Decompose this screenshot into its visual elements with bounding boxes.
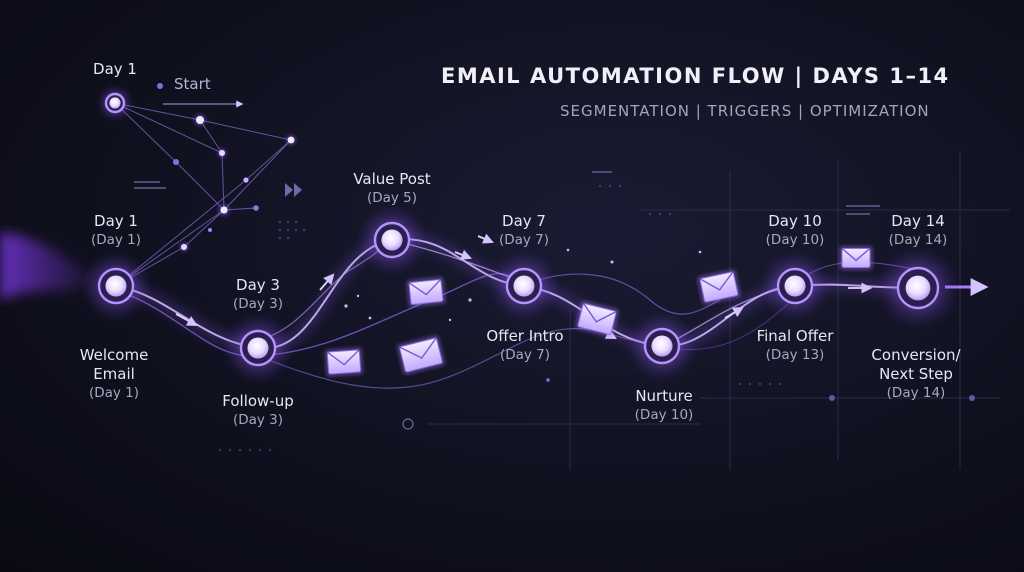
envelope-icon bbox=[574, 300, 620, 338]
step-final-offer-day: Day 10(Day 10) bbox=[765, 212, 825, 248]
step-followup-day: Day 3(Day 3) bbox=[232, 276, 284, 312]
envelope-icon bbox=[406, 276, 446, 308]
step-followup-name: Follow-up(Day 3) bbox=[222, 392, 294, 428]
node-offer-intro bbox=[488, 250, 560, 322]
step-welcome-name: Welcome Email(Day 1) bbox=[79, 346, 149, 401]
node-conversion bbox=[876, 246, 960, 330]
sparkles bbox=[344, 248, 975, 430]
double-chevron-icon bbox=[285, 183, 302, 197]
node-value-post bbox=[356, 204, 428, 276]
start-node bbox=[96, 84, 134, 122]
step-welcome-day: Day 1(Day 1) bbox=[90, 212, 142, 248]
diagram-title: EMAIL AUTOMATION FLOW | DAYS 1–14 bbox=[441, 64, 950, 88]
envelope-icon bbox=[396, 335, 446, 375]
start-label: Start bbox=[174, 75, 211, 93]
dash-marks bbox=[134, 171, 880, 215]
step-nurture-name: Nurture(Day 10) bbox=[634, 387, 694, 423]
network-cluster bbox=[114, 102, 292, 287]
step-value-post-day: Value Post(Day 5) bbox=[353, 170, 431, 206]
grid-decoration bbox=[428, 150, 1010, 470]
diagram-subtitle: SEGMENTATION | TRIGGERS | OPTIMIZATION bbox=[560, 102, 930, 120]
node-follow-up bbox=[222, 312, 294, 384]
step-conversion-name: Conversion/ Next Step(Day 14) bbox=[871, 346, 961, 401]
left-glow-wave bbox=[0, 232, 100, 300]
step-offer-intro-day: Day 7(Day 7) bbox=[498, 212, 550, 248]
node-nurture bbox=[626, 310, 698, 382]
envelope-icon bbox=[839, 245, 873, 271]
dot-field-left bbox=[218, 184, 782, 452]
network-dots bbox=[157, 83, 299, 254]
step-offer-intro-name: Offer Intro(Day 7) bbox=[486, 327, 564, 363]
step-conversion-day: Day 14(Day 14) bbox=[888, 212, 948, 248]
step-final-offer-name: Final Offer(Day 13) bbox=[756, 327, 834, 363]
node-final-offer bbox=[759, 250, 831, 322]
envelope-icon bbox=[324, 346, 364, 378]
start-day-label: Day 1 bbox=[93, 60, 137, 78]
node-welcome-email bbox=[80, 250, 152, 322]
envelope-icon bbox=[697, 268, 741, 306]
flow-nodes bbox=[80, 84, 960, 384]
envelope-icons bbox=[324, 245, 873, 378]
